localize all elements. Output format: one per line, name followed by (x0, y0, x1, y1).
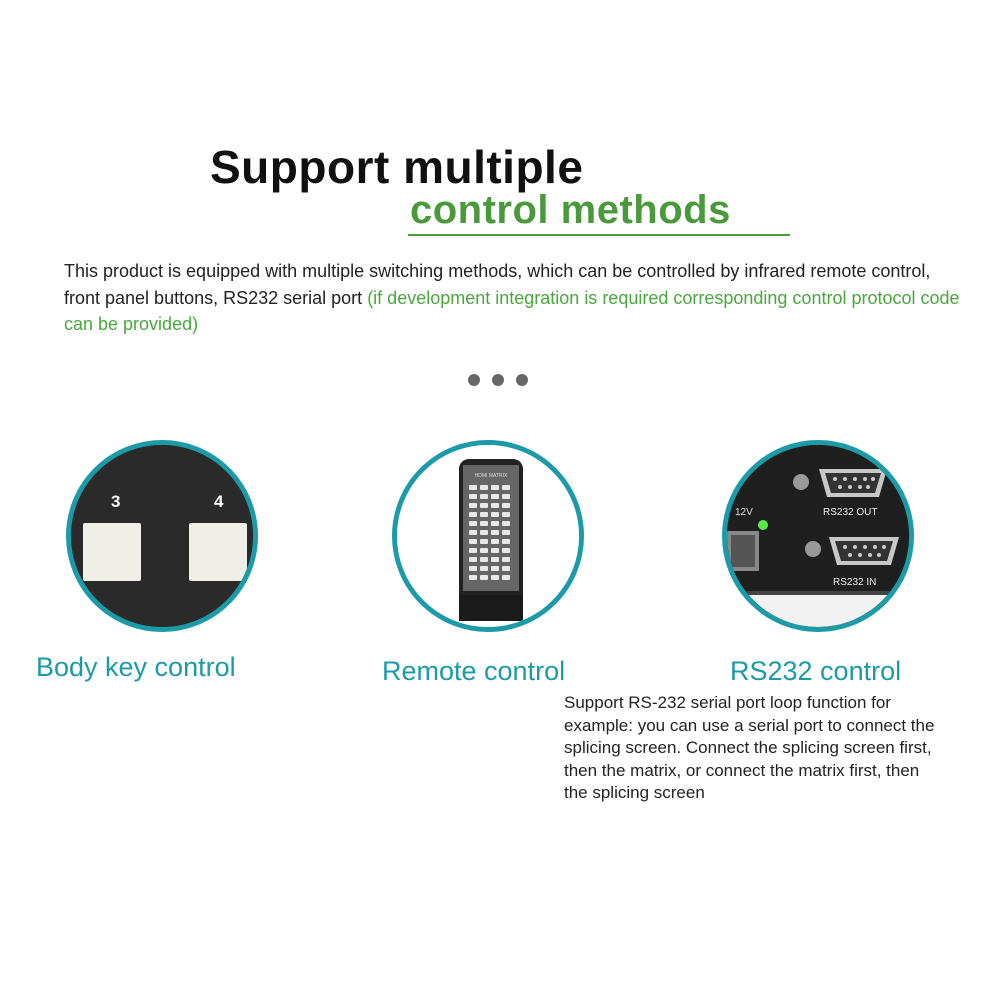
body-key-image: 3 4 (66, 440, 258, 632)
remote-button (469, 548, 477, 553)
dot (492, 374, 504, 386)
remote-control-label: Remote control (382, 656, 566, 686)
remote-button (480, 530, 488, 535)
remote-button (491, 530, 499, 535)
remote-button (502, 548, 510, 553)
remote-button (469, 503, 477, 508)
remote-button (480, 521, 488, 526)
remote-button (469, 494, 477, 499)
remote-button (480, 548, 488, 553)
remote-button (502, 566, 510, 571)
description-main: This product is equipped with multiple s… (64, 261, 931, 308)
remote-button (469, 530, 477, 535)
remote-button (469, 557, 477, 562)
remote-button (491, 512, 499, 517)
remote-button (491, 575, 499, 580)
remote-button (502, 557, 510, 562)
remote-button (480, 503, 488, 508)
remote-button (502, 539, 510, 544)
dot (468, 374, 480, 386)
remote-button (480, 494, 488, 499)
remote-button (502, 575, 510, 580)
remote-button (502, 494, 510, 499)
remote-title: HDMI MATRIX (475, 473, 508, 479)
remote-button (469, 566, 477, 571)
remote-button (469, 485, 477, 490)
page-title-line2: control methods (410, 188, 731, 232)
remote-button (491, 548, 499, 553)
rs232-description: Support RS-232 serial port loop function… (564, 693, 935, 802)
page-title-line1: Support multiple (210, 141, 584, 193)
remote-button (491, 503, 499, 508)
remote-button (469, 512, 477, 517)
carousel-dots-icon (468, 374, 528, 386)
key-number-3: 3 (111, 492, 120, 511)
rs232-in-label: RS232 IN (833, 577, 876, 588)
remote-button (469, 539, 477, 544)
remote-button (480, 557, 488, 562)
remote-button (502, 512, 510, 517)
remote-image: HDMI MATRIX (392, 440, 584, 632)
remote-button (469, 575, 477, 580)
remote-button (491, 485, 499, 490)
remote-button (480, 575, 488, 580)
title-underline (408, 234, 790, 236)
rs232-port-image: 12V RS232 OUT RS232 IN (722, 440, 914, 632)
remote-button (480, 566, 488, 571)
power-label: 12V (735, 507, 753, 518)
rs232-control-label: RS232 control (730, 656, 902, 686)
remote-button (469, 521, 477, 526)
remote-button (491, 566, 499, 571)
remote-button (502, 485, 510, 490)
remote-button (502, 521, 510, 526)
rs232-out-label: RS232 OUT (823, 507, 877, 518)
remote-button (491, 539, 499, 544)
product-description: This product is equipped with multiple s… (64, 258, 964, 338)
remote-button (480, 539, 488, 544)
key-number-4: 4 (214, 492, 224, 511)
dot (516, 374, 528, 386)
remote-button (491, 521, 499, 526)
remote-button (502, 530, 510, 535)
remote-button (491, 557, 499, 562)
key-button-4 (189, 523, 247, 581)
body-key-control-label: Body key control (36, 652, 236, 682)
remote-button (502, 503, 510, 508)
remote-button (480, 512, 488, 517)
key-button-3 (83, 523, 141, 581)
remote-button (480, 485, 488, 490)
remote-button (491, 494, 499, 499)
description-note: (if development integration is required … (64, 287, 960, 335)
